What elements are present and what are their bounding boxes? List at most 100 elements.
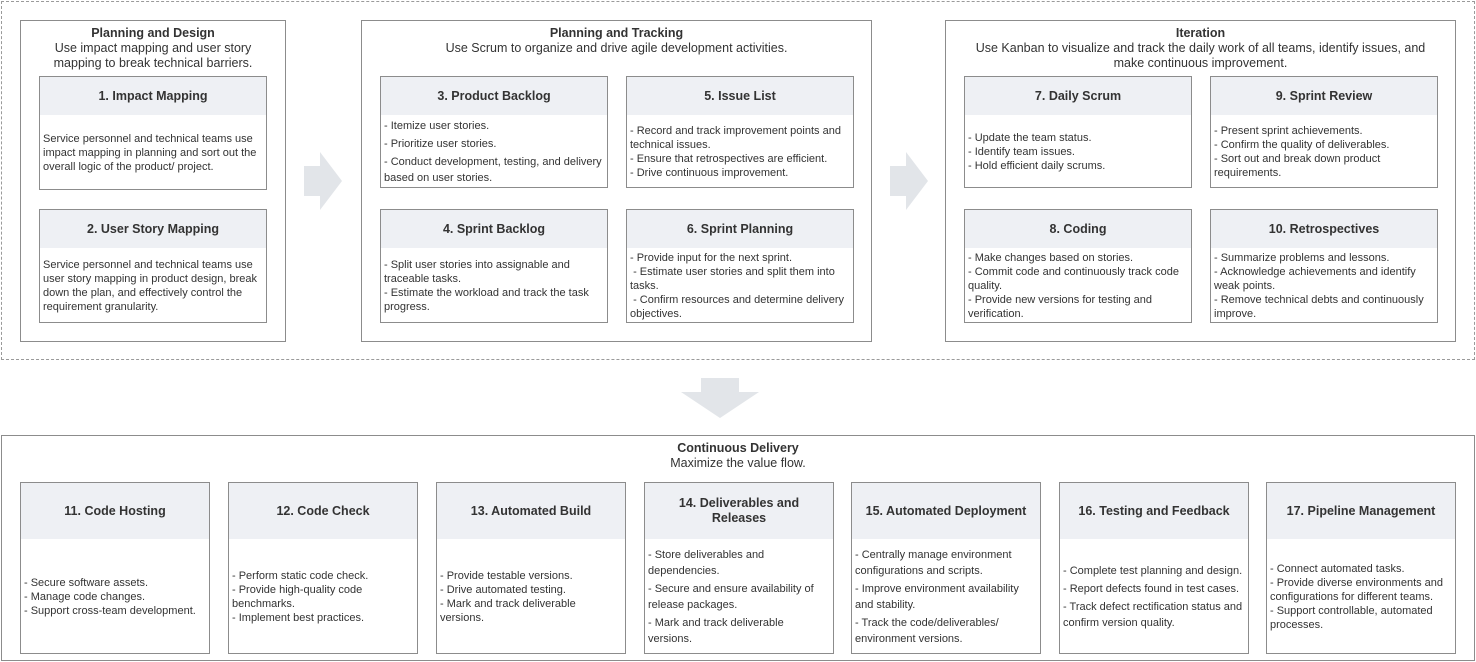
card-line: - Present sprint achievements. [1214,125,1363,137]
card-automated-build: 13. Automated Build- Provide testable ve… [436,482,626,654]
card-code-check: 12. Code Check- Perform static code chec… [228,482,418,654]
panel-title: Planning and Tracking [549,26,684,40]
card-body: - Secure software assets. - Manage code c… [24,541,206,653]
card-title: 1. Impact Mapping [40,77,266,115]
card-body: - Centrally manage environment configura… [855,541,1037,653]
card-body: - Provide input for the next sprint. - E… [630,250,850,322]
card-line: - Sort out and break down product requir… [1214,153,1384,179]
card-line: - Support controllable, automated proces… [1270,605,1436,631]
card-line: - Split user stories into assignable and… [384,259,573,285]
card-body: - Update the team status. - Identify team… [968,117,1188,187]
panel-subtitle: Maximize the value flow. [670,456,806,470]
card-title: 7. Daily Scrum [965,77,1191,115]
card-line: - Report defects found in test cases. [1063,583,1240,595]
card-line: - Remove technical debts and continuousl… [1214,294,1427,320]
card-line: - Provide high-quality code benchmarks. [232,584,366,610]
card-title: 5. Issue List [627,77,853,115]
card-line: - Summarize problems and lessons. [1214,252,1390,264]
card-sprint-backlog: 4. Sprint Backlog - Split user stories in… [380,209,608,323]
agile-planning-region [1,1,1475,360]
card-title: 10. Retrospectives [1211,210,1437,248]
card-line: - Update the team status. [968,132,1092,144]
card-line: - Connect automated tasks. [1270,563,1405,575]
card-line: - Identify team issues. [968,146,1075,158]
panel-subtitle: Use impact mapping and user story mappin… [53,41,253,70]
card-line: - Perform static code check. [232,570,369,582]
card-issue-list: 5. Issue List - Record and track improvem… [626,76,854,188]
card-body: - Perform static code check. - Provide hi… [232,541,414,653]
card-line: - Implement best practices. [232,612,365,624]
panel-title: Iteration [1175,26,1226,40]
panel-subtitle: Use Kanban to visualize and track the da… [975,41,1426,70]
card-deliverables-and-releases: 14. Deliverables and Releases- Store del… [644,482,834,654]
card-line: - Complete test planning and design. [1063,565,1243,577]
card-line: - Provide input for the next sprint. [630,252,793,264]
card-title: 17. Pipeline Management [1267,483,1455,539]
card-line: Service personnel and technical teams us… [43,133,260,173]
card-line: - Track the code/deliverables/ environme… [855,617,1002,645]
card-line: - Mark and track deliverable versions. [648,617,787,645]
card-line: - Drive automated testing. [440,584,566,596]
card-line: - Store deliverables and dependencies. [648,549,768,577]
card-coding: 8. Coding- Make changes based on stories… [964,209,1192,323]
card-title: 4. Sprint Backlog [381,210,607,248]
card-line: - Confirm the quality of deliverables. [1214,139,1390,151]
iteration-header: Iteration Use Kanban to visualize and tr… [946,26,1455,71]
card-title: 2. User Story Mapping [40,210,266,248]
continuous-delivery-header: Continuous Delivery Maximize the value f… [2,441,1474,471]
card-line: - Support cross-team development. [24,605,196,617]
card-testing-and-feedback: 16. Testing and Feedback- Complete test … [1059,482,1249,654]
card-body: - Itemize user stories. - Prioritize user… [384,117,604,187]
card-body: - Connect automated tasks. - Provide dive… [1270,541,1452,653]
card-title: 11. Code Hosting [21,483,209,539]
card-line: - Manage code changes. [24,591,146,603]
card-body: - Record and track improvement points an… [630,117,850,187]
card-line: - Secure and ensure availability of rele… [648,583,817,611]
card-body: - Split user stories into assignable and… [384,250,604,322]
card-line: Service personnel and technical teams us… [43,259,261,313]
card-line: - Itemize user stories. [384,120,490,132]
planning-design-header: Planning and Design Use impact mapping a… [21,26,285,71]
card-title: 8. Coding [965,210,1191,248]
card-body: - Summarize problems and lessons. - Ackno… [1214,250,1434,322]
card-line: - Ensure that retrospectives are efficie… [630,153,828,165]
card-line: - Provide diverse environments and confi… [1270,577,1447,603]
card-line: - Record and track improvement points an… [630,125,844,151]
card-line: - Improve environment availability and s… [855,583,1022,611]
card-line: - Drive continuous improvement. [630,167,789,179]
card-pipeline-management: 17. Pipeline Management- Connect automat… [1266,482,1456,654]
card-body: - Store deliverables and dependencies. - … [648,541,830,653]
arrow-right-icon [304,152,342,210]
card-line: - Make changes based on stories. [968,252,1134,264]
card-title: 13. Automated Build [437,483,625,539]
panel-title: Continuous Delivery [677,441,799,455]
card-body: Service personnel and technical teams us… [43,117,263,189]
arrow-right-icon [890,152,928,210]
arrow-down-icon [681,378,759,418]
card-body: Service personnel and technical teams us… [43,250,263,322]
card-line: - Track defect rectification status and … [1063,601,1246,629]
card-body: - Present sprint achievements. - Confirm … [1214,117,1434,187]
card-line: - Prioritize user stories. [384,138,497,150]
card-line: - Mark and track deliverable versions. [440,598,579,624]
card-retrospectives: 10. Retrospectives- Summarize problems a… [1210,209,1438,323]
card-title: 15. Automated Deployment [852,483,1040,539]
card-title: 14. Deliverables and Releases [645,483,833,539]
card-line: - Provide new versions for testing and v… [968,294,1156,320]
card-title: 16. Testing and Feedback [1060,483,1248,539]
card-body: - Make changes based on stories.- Commit… [968,250,1188,322]
card-line: - Centrally manage environment configura… [855,549,1015,577]
card-line: - Estimate the workload and track the ta… [384,287,592,313]
card-body: - Complete test planning and design. - Re… [1063,541,1245,653]
card-product-backlog: 3. Product Backlog- Itemize user stories… [380,76,608,188]
card-line: - Acknowledge achievements and identify … [1214,266,1419,292]
card-title: 9. Sprint Review [1211,77,1437,115]
card-line: - Conduct development, testing, and deli… [384,156,605,184]
planning-tracking-header: Planning and Tracking Use Scrum to organ… [362,26,871,56]
panel-title: Planning and Design [91,26,215,40]
card-line: - Secure software assets. [24,577,149,589]
card-automated-deployment: 15. Automated Deployment - Centrally mana… [851,482,1041,654]
card-daily-scrum: 7. Daily Scrum- Update the team status.-… [964,76,1192,188]
